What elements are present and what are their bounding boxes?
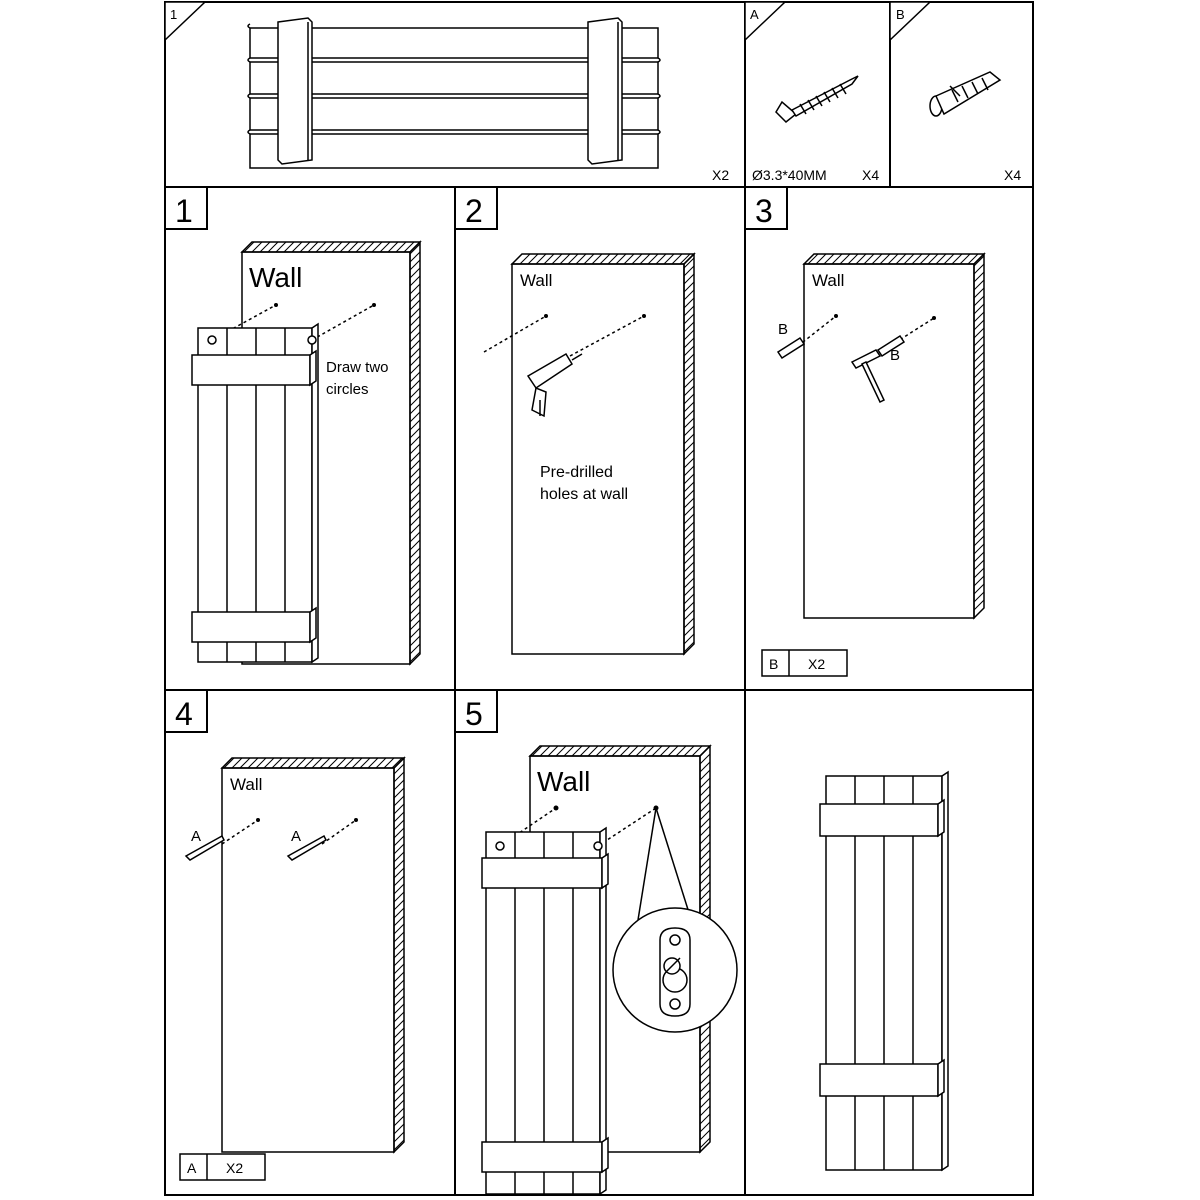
hammer-icon [850,349,885,404]
part-anchor-panel: B X4 [889,1,1021,183]
step-3-number: 3 [755,193,773,229]
step-3-wall [802,252,986,620]
step-1-panel: 1 Wall Draw two circl [164,186,422,666]
step-3-panel: 3 Wall B B B X2 [744,186,986,677]
step-5-number: 5 [465,696,483,732]
final-shelf [819,770,949,1172]
step-4-panel: 4 Wall A A A X2 [164,689,406,1181]
step-2-note-line1: Pre-drilled [540,464,613,481]
step-2-wall-label: Wall [520,271,552,290]
screw-icon [184,834,327,861]
step-5-shelf [481,826,609,1196]
step-4-legend-letter: A [187,1160,197,1176]
step-1-wall-label: Wall [249,262,302,293]
part-shelf-index: 1 [170,7,177,22]
shelf-illustration [247,17,661,169]
step-1-number: 1 [175,193,193,229]
step-2-number: 2 [465,193,483,229]
step-3-wall-label: Wall [812,271,844,290]
step-1-note-line1: Draw two [326,359,389,376]
part-screw-letter: A [750,7,759,22]
part-anchor-letter: B [896,7,905,22]
step-1-number-box [164,186,208,230]
step-4-callout-1: A [191,828,201,845]
drill-icon [526,352,583,418]
step-4-wall [220,756,406,1154]
step-2-number-box [454,186,498,230]
step-5-number-box [454,689,498,733]
step-1-note-line2: circles [326,381,369,398]
wall-anchor-icon [929,71,1002,117]
screw-icon [775,75,859,124]
grid-frame [164,1,1034,1196]
wall-anchor-icon [776,334,906,360]
part-anchor-quantity: X4 [1004,167,1021,183]
step-5-panel: 5 Wall [454,689,738,1196]
step-1-shelf [191,322,319,664]
final-result-panel [819,770,949,1172]
step-3-callout-1: B [778,321,788,338]
step-4-legend [179,1153,266,1181]
step-3-number-box [744,186,788,230]
step-4-wall-label: Wall [230,775,262,794]
part-screw-spec: Ø3.3*40MM [752,167,827,183]
part-screw-corner-tag [744,1,787,42]
keyhole-hanger-detail [612,907,738,1033]
part-anchor-corner-tag [889,1,932,42]
part-screw-panel: A Ø3.3*40MM X4 [744,1,879,183]
step-3-legend-qty: X2 [808,656,825,672]
step-3-legend [761,649,848,677]
step-4-legend-qty: X2 [226,1160,243,1176]
step-3-legend-letter: B [769,656,778,672]
part-shelf-corner-tag [164,1,207,42]
part-shelf-quantity: X2 [712,167,729,183]
part-shelf-panel: 1 X2 [164,1,729,183]
step-4-callout-2: A [291,828,301,845]
step-4-number-box [164,689,208,733]
step-4-number: 4 [175,696,193,732]
step-2-panel: 2 Wall Pre-drilled holes at wall [454,186,696,656]
step-3-callout-2: B [890,347,900,364]
part-screw-quantity: X4 [862,167,879,183]
step-2-wall [510,252,696,656]
step-2-note-line2: holes at wall [540,486,628,503]
step-5-wall-label: Wall [537,766,590,797]
